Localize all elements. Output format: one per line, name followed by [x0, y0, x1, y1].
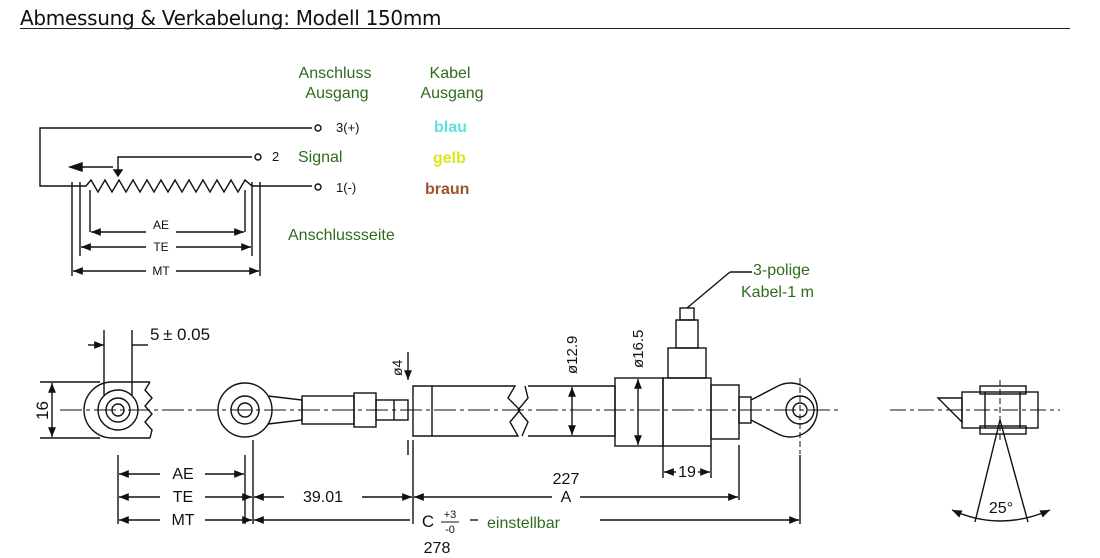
drawing-dim-te: TE	[173, 489, 193, 506]
connection-side-label: Anschlussseite	[288, 227, 395, 244]
header-anschluss: Anschluss	[299, 65, 372, 82]
header-kabel: Kabel	[430, 65, 471, 82]
dim-diameter-4: ø4	[389, 359, 405, 376]
cable-leader-line	[686, 271, 731, 309]
schematic-dim-mt: MT	[152, 264, 170, 278]
wire-3-line	[39, 127, 312, 187]
wire-2-line	[117, 156, 252, 176]
dim-5: 5	[150, 325, 159, 344]
rod-end-eye-left	[217, 382, 303, 438]
schematic-dim-te: TE	[153, 240, 168, 254]
terminal-2-dot	[254, 153, 262, 161]
drawing-dim-ae: AE	[172, 466, 193, 483]
header-ausgang-right: Ausgang	[420, 85, 483, 102]
tolerance-minus: -0	[445, 524, 455, 536]
tolerance-plus: +3	[444, 509, 457, 521]
drawing-dim-mt: MT	[171, 512, 194, 529]
wiring-schematic	[39, 124, 322, 276]
end-view	[890, 380, 1060, 523]
page-title: Abmessung & Verkabelung: Modell 150mm	[20, 6, 442, 30]
terminal-2-signal-label: Signal	[298, 149, 342, 166]
dim-19: 19	[678, 464, 696, 481]
title-underline	[20, 28, 1070, 29]
resistor-zigzag	[80, 178, 312, 194]
cable-label-line1: 3-polige	[753, 262, 810, 279]
mechanical-drawing	[40, 271, 1060, 524]
dim-diameter-12-9: ø12.9	[564, 336, 581, 374]
threaded-shaft	[301, 392, 409, 428]
dim-39-01: 39.01	[303, 489, 343, 506]
wire-color-braun: braun	[425, 181, 469, 198]
terminal-1-dot	[314, 183, 322, 191]
terminal-2-number: 2	[272, 149, 279, 164]
dim-16: 16	[33, 401, 52, 420]
terminal-3-dot	[314, 124, 322, 132]
dim-5-tolerance: 0.05	[177, 325, 210, 344]
schematic-dim-ae: AE	[153, 218, 169, 232]
plus-minus-symbol: ±	[163, 325, 172, 344]
left-rod-end-side-view	[40, 330, 153, 439]
dim-c: C	[422, 512, 434, 531]
header-ausgang-left: Ausgang	[305, 85, 368, 102]
terminal-3-label: 3(+)	[336, 120, 359, 135]
cable-label-line2: Kabel-1 m	[741, 284, 814, 301]
sensor-body	[412, 271, 752, 447]
dim-227: 227	[553, 471, 580, 488]
wire-color-blau: blau	[434, 119, 467, 136]
dim-diameter-16-5: ø16.5	[630, 330, 647, 368]
rod-end-eye-right	[750, 378, 819, 454]
adjustable-label: einstellbar	[487, 515, 561, 532]
terminal-1-label: 1(-)	[336, 180, 356, 195]
dim-278: 278	[424, 540, 451, 557]
wire-color-gelb: gelb	[433, 150, 466, 167]
angle-25: 25°	[989, 500, 1013, 517]
dim-a: A	[561, 489, 572, 506]
